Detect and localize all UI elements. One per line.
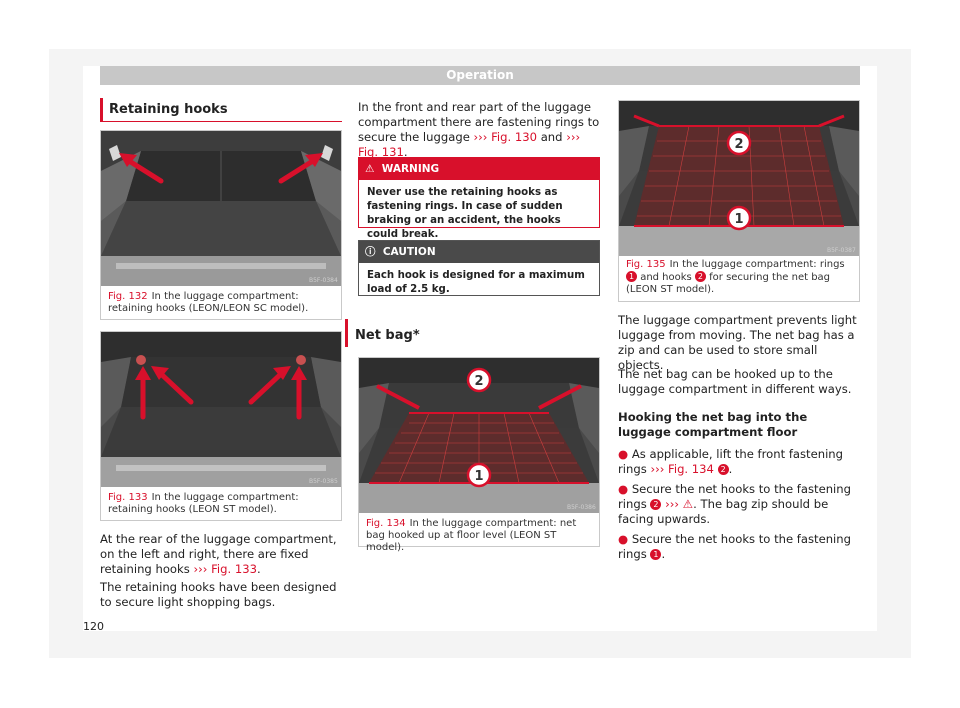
net-bag-paragraph-1: The luggage compartment prevents light l… [618,313,857,372]
figure-text: In the luggage compartment: retaining ho… [108,492,299,515]
figure-number: Fig. 133 [108,492,148,503]
title-accent [345,319,348,347]
net-bag-floor-image: 2 1 B5F-0386 [359,358,599,513]
luggage-compartment-image: B5F-0385 [101,332,341,487]
image-code: B5F-0385 [309,478,338,485]
section-title-retaining-hooks: Retaining hooks [100,98,342,122]
warning-text: Never use the retaining hooks as fasteni… [367,187,563,240]
callout-label: 1 [734,212,743,227]
callout-badge: 1 [626,271,637,282]
bullet-item-3: ● Secure the net hooks to the fastening … [618,532,851,561]
bullet-item-1: ● As applicable, lift the front fastenin… [618,447,844,476]
figure-text: In the luggage compartment: retaining ho… [108,291,309,314]
caution-box: ⓘ CAUTION Each hook is designed for a ma… [358,240,600,296]
callout-badge: 1 [650,549,662,560]
image-code: B5F-0384 [309,277,338,284]
warning-header: ⚠ WARNING [359,158,599,180]
callout-label: 2 [734,137,743,152]
callout-badge: 2 [694,271,706,282]
warning-icon: ⚠ [365,163,375,175]
figure-number: Fig. 134 [366,518,406,529]
warning-link[interactable]: ››› [665,497,680,511]
warning-box: ⚠ WARNING Never use the retaining hooks … [358,157,600,240]
callout-badge: 2 [650,499,662,510]
section-header: Operation [100,66,860,85]
callout-label: 2 [474,374,483,389]
callout-label: 1 [474,469,483,484]
fastening-rings-intro: In the front and rear part of the luggag… [358,100,600,159]
section-title-net-bag: Net bag* [355,328,420,343]
figure-number: Fig. 132 [108,291,148,302]
figure-text: In the luggage compartment: net bag hook… [366,518,577,553]
net-bag-rings-image: 2 1 B5F-0387 [619,101,859,256]
figure-link[interactable]: ››› Fig. 130 [473,130,538,144]
image-code: B5F-0386 [567,504,596,511]
bullet-item-2: ● Secure the net hooks to the fastening … [618,482,851,526]
net-bag-paragraph-2: The net bag can be hooked up to the lugg… [618,367,852,396]
figure-number: Fig. 135 [626,259,666,270]
figure-link[interactable]: ››› Fig. 131 [358,130,581,159]
caution-header: ⓘ CAUTION [359,241,599,263]
retaining-hooks-paragraph-1: At the rear of the luggage compartment, … [100,532,337,576]
figure-link[interactable]: ››› Fig. 133 [193,562,257,576]
info-icon: ⓘ [365,246,376,258]
luggage-compartment-image: B5F-0384 [101,131,341,286]
callout-badge: 2 [717,464,729,475]
figure-link[interactable]: ››› Fig. 134 [650,462,714,476]
image-code: B5F-0387 [827,247,856,254]
hooking-subhead: Hooking the net bag into the luggage com… [618,410,808,439]
page-number: 120 [83,620,104,633]
retaining-hooks-paragraph-2: The retaining hooks have been designed t… [100,580,337,609]
caution-text: Each hook is designed for a maximum load… [367,270,585,295]
warning-icon: ⚠ [682,497,694,511]
